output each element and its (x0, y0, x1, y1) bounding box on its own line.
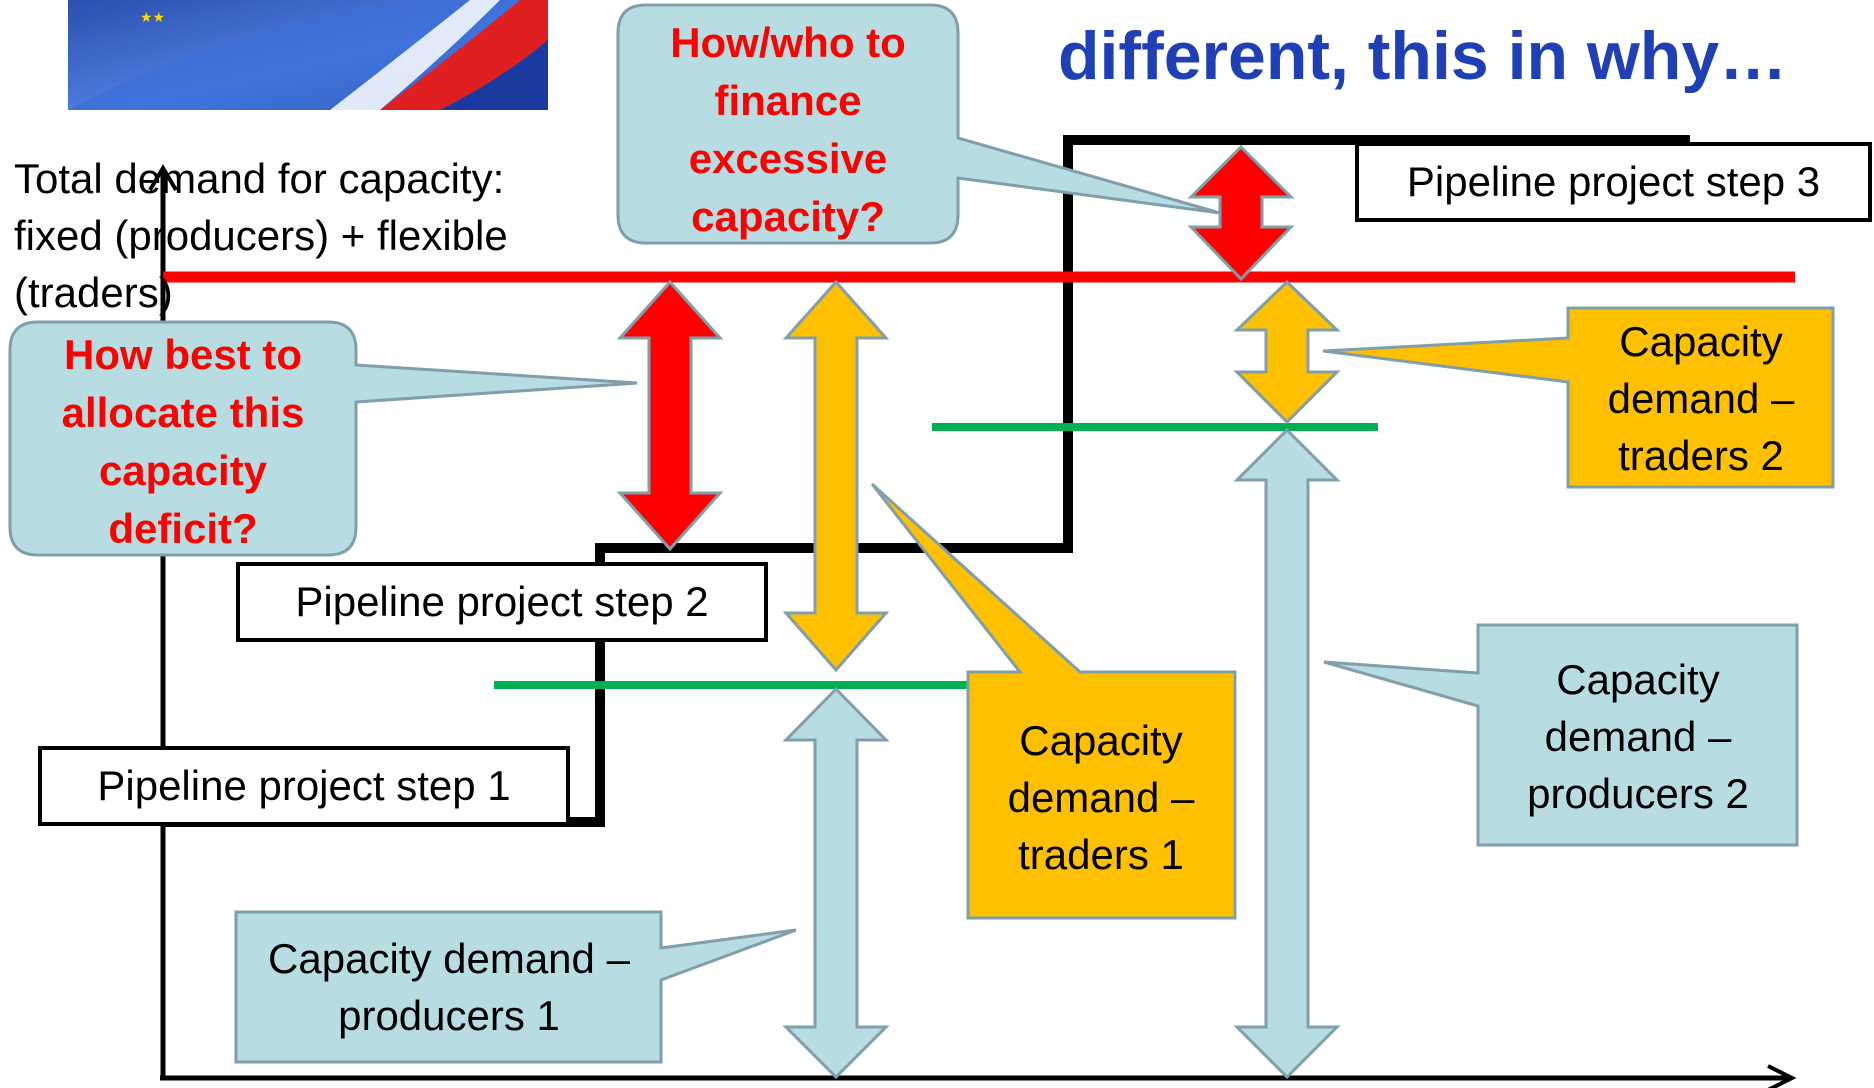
traders-1-callout-shape (870, 482, 1237, 920)
traders-2-callout-text: Capacity demand – traders 2 (1607, 318, 1795, 479)
producers-2-callout-shape (1323, 623, 1799, 847)
deficit-double-arrow (616, 279, 724, 552)
producers-1-callout-shape (234, 910, 797, 1064)
traders-2-callout-shape (1322, 306, 1835, 489)
page-title: different, this in why… (1058, 18, 1788, 94)
traders-1-callout-text: Capacity demand – traders 1 (1007, 717, 1195, 878)
excess-double-arrow (1187, 144, 1295, 282)
y-axis-arrowhead (148, 164, 178, 192)
producers-2-callout-text: Capacity demand – producers 2 (1527, 656, 1749, 817)
allocate-callout-text: How best to allocate this capacity defic… (61, 331, 305, 552)
pipeline-step-3-box: Pipeline project step 3 (1355, 142, 1872, 222)
pipeline-step-1-box: Pipeline project step 1 (38, 746, 570, 826)
traders-2-double-arrow (1233, 279, 1341, 425)
axis-label: Total demand for capacity: fixed (produc… (14, 155, 508, 316)
allocate-callout-shape (8, 320, 638, 557)
pipeline-step-2-box: Pipeline project step 2 (236, 562, 768, 642)
producers-1-callout-text: Capacity demand – producers 1 (268, 935, 630, 1039)
producers-2-double-arrow (1233, 427, 1341, 1080)
svg-text:★★: ★★ (140, 10, 165, 26)
traders-1-double-arrow (782, 279, 890, 673)
x-axis-arrowhead (1767, 1064, 1797, 1088)
finance-callout-text: How/who to finance excessive capacity? (670, 19, 906, 240)
finance-callout-shape (616, 3, 1221, 245)
eu-flag-logo: ★★ (68, 0, 548, 110)
producers-1-double-arrow (782, 686, 890, 1080)
